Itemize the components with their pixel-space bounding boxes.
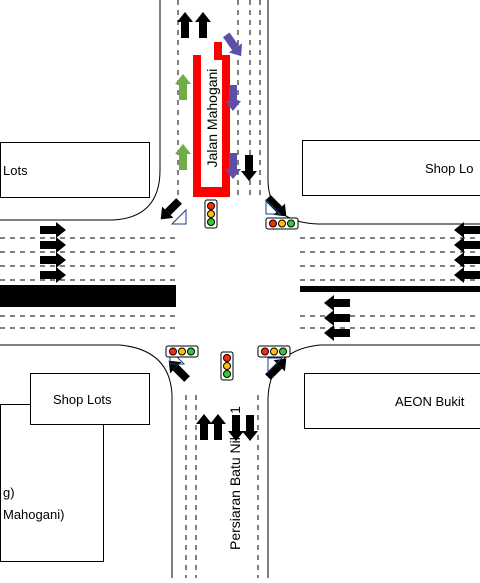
west-median <box>0 285 176 307</box>
building-nw-label: Lots <box>3 163 28 178</box>
east-arrows <box>324 222 480 341</box>
building-sw-partial-2: Mahogani) <box>3 507 65 522</box>
west-lane-lines <box>0 237 175 329</box>
green-up-arrows <box>175 74 191 170</box>
building-ne-label: Shop Lo <box>425 161 474 176</box>
south-road-name: Persiaran Batu Nilam 1 <box>227 406 243 550</box>
north-top-arrows <box>177 12 211 38</box>
building-sw-shop-label: Shop Lots <box>53 392 112 407</box>
building-sw-large: g) Mahogani) <box>0 404 104 562</box>
south-lane-lines <box>185 395 259 578</box>
north-road-name: Jalan Mahogani <box>204 68 220 168</box>
east-lane-lines <box>300 237 480 329</box>
highlighted-route <box>193 42 230 197</box>
building-ne: Shop Lo <box>302 140 480 196</box>
building-nw: Lots <box>0 142 150 198</box>
traffic-light-icon <box>165 199 299 381</box>
north-down-arrow <box>241 155 257 181</box>
building-sw-shop: Shop Lots <box>30 373 150 425</box>
building-se-label: AEON Bukit <box>395 394 465 409</box>
east-median <box>300 286 480 292</box>
building-se: AEON Bukit <box>304 373 480 429</box>
building-sw-partial-1: g) <box>3 485 15 500</box>
